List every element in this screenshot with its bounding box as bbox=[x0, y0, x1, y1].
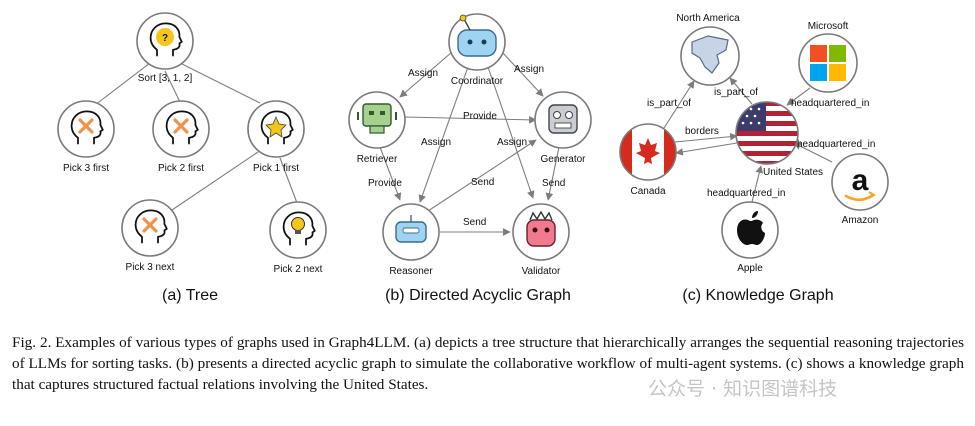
kg-label-canada: Canada bbox=[630, 186, 665, 197]
tree-root-node: ? bbox=[136, 12, 194, 70]
dag-label-validator: Validator bbox=[522, 266, 561, 277]
kg-label-apple: Apple bbox=[737, 263, 763, 274]
edge-label-assign-2: Assign bbox=[514, 64, 544, 75]
root-mark: ? bbox=[162, 33, 168, 44]
tree-node-pick3first bbox=[57, 100, 115, 158]
robot-icon bbox=[457, 29, 497, 57]
robot-icon bbox=[526, 219, 556, 247]
cross-icon bbox=[173, 118, 189, 134]
dag-node-reasoner bbox=[382, 203, 440, 261]
kg-node-apple bbox=[721, 201, 779, 259]
tree-node-pick1first bbox=[247, 100, 305, 158]
dag-label-coordinator: Coordinator bbox=[451, 76, 504, 87]
kg-label-amazon: Amazon bbox=[842, 215, 879, 226]
canada-flag bbox=[620, 124, 676, 180]
kg-subtitle: (c) Knowledge Graph bbox=[682, 287, 833, 304]
kg-label-united-states: United States bbox=[763, 167, 823, 178]
robot-icon bbox=[548, 104, 578, 134]
edge-label-provide-2: Provide bbox=[368, 178, 402, 189]
edge-label-send-2: Send bbox=[463, 217, 486, 228]
spark-icon bbox=[265, 115, 287, 138]
lightbulb-icon bbox=[291, 217, 305, 231]
kg-label-microsoft: Microsoft bbox=[808, 21, 849, 32]
kg-node-united-states bbox=[735, 101, 799, 165]
dag-node-generator bbox=[534, 91, 592, 149]
edge-label-headquartered-in-2: headquartered_in bbox=[797, 139, 875, 150]
kg-diagram: is_part_of is_part_of headquartered_in b… bbox=[619, 13, 889, 304]
us-flag bbox=[736, 102, 798, 164]
dag-label-retriever: Retriever bbox=[357, 154, 398, 165]
edge-label-send-1: Send bbox=[471, 177, 494, 188]
kg-node-microsoft bbox=[798, 33, 858, 93]
edge-label-borders: borders bbox=[685, 126, 719, 137]
edge-label-is-part-of-2: is_part_of bbox=[714, 87, 758, 98]
microsoft-logo bbox=[810, 45, 827, 62]
edge-label-headquartered-in-1: headquartered_in bbox=[791, 98, 869, 109]
kg-label-north-america: North America bbox=[676, 13, 740, 24]
amazon-logo: a bbox=[852, 164, 869, 197]
tree-root-label: Sort [3, 1, 2] bbox=[138, 73, 193, 84]
edge-label-is-part-of-1: is_part_of bbox=[647, 98, 691, 109]
kg-node-north-america bbox=[680, 26, 740, 86]
robot-icon bbox=[362, 103, 392, 127]
kg-node-canada bbox=[619, 123, 677, 181]
tree-label-pick2first: Pick 2 first bbox=[158, 163, 204, 174]
edge-label-assign-4: Assign bbox=[497, 137, 527, 148]
figure-caption: Fig. 2. Examples of various types of gra… bbox=[12, 334, 964, 393]
dag-node-coordinator bbox=[448, 13, 506, 71]
watermark: 公众号 · 知识图谱科技 bbox=[648, 378, 838, 400]
tree-node-pick2first bbox=[152, 100, 210, 158]
tree-node-pick2next bbox=[269, 201, 327, 259]
edge-label-assign-3: Assign bbox=[421, 137, 451, 148]
tree-subtitle: (a) Tree bbox=[162, 287, 218, 304]
dag-label-reasoner: Reasoner bbox=[389, 266, 433, 277]
tree-label-pick2next: Pick 2 next bbox=[274, 264, 323, 275]
tree-label-pick3next: Pick 3 next bbox=[126, 262, 175, 273]
tree-label-pick1first: Pick 1 first bbox=[253, 163, 299, 174]
edge-label-provide-1: Provide bbox=[463, 111, 497, 122]
dag-subtitle: (b) Directed Acyclic Graph bbox=[385, 287, 571, 304]
tree-diagram: ? Sort [3, 1, 2] Pick 3 first Pick 2 fir… bbox=[57, 12, 327, 304]
cross-icon bbox=[142, 217, 158, 233]
dag-node-retriever bbox=[348, 91, 406, 149]
edge-label-send-3: Send bbox=[542, 178, 565, 189]
dag-diagram: Assign Assign Assign Assign Provide Prov… bbox=[348, 13, 592, 304]
question-icon bbox=[156, 28, 174, 46]
edge-label-headquartered-in-3: headquartered_in bbox=[707, 188, 785, 199]
apple-logo bbox=[737, 219, 765, 245]
continent-icon bbox=[691, 35, 729, 74]
edge-label-assign-1: Assign bbox=[408, 68, 438, 79]
figure-graphs: ? Sort [3, 1, 2] Pick 3 first Pick 2 fir… bbox=[57, 12, 889, 304]
kg-node-amazon: a bbox=[831, 153, 889, 211]
tree-label-pick3first: Pick 3 first bbox=[63, 163, 109, 174]
tree-node-pick3next bbox=[121, 199, 179, 257]
dag-node-validator bbox=[512, 203, 570, 261]
dag-label-generator: Generator bbox=[540, 154, 586, 165]
cross-icon bbox=[78, 118, 94, 134]
